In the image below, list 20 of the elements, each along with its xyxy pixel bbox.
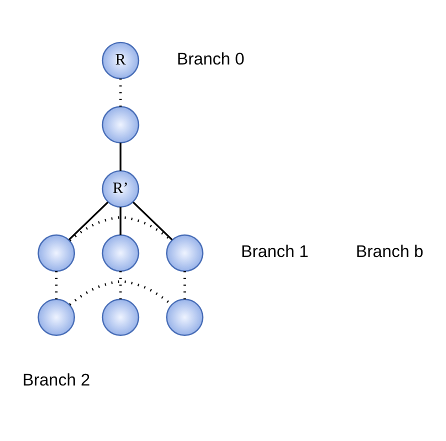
node-circle — [166, 298, 204, 336]
label: Branch b — [356, 242, 424, 261]
node-circle: R’ — [102, 170, 140, 208]
node-circle — [166, 234, 204, 272]
connector — [119, 270, 122, 299]
label: Branch 2 — [22, 370, 90, 389]
node-circle — [38, 298, 76, 336]
connector — [55, 270, 58, 299]
connector — [132, 201, 173, 240]
node-circle — [38, 234, 76, 272]
node-circle: R — [102, 41, 140, 79]
connector — [183, 270, 186, 299]
connector — [120, 206, 122, 235]
connector — [68, 201, 108, 240]
node-circle — [102, 234, 140, 272]
label: Branch 1 — [241, 242, 309, 261]
node-circle — [102, 298, 140, 336]
node-circle — [102, 106, 140, 143]
label: Branch 0 — [176, 48, 244, 68]
connector — [120, 142, 122, 170]
